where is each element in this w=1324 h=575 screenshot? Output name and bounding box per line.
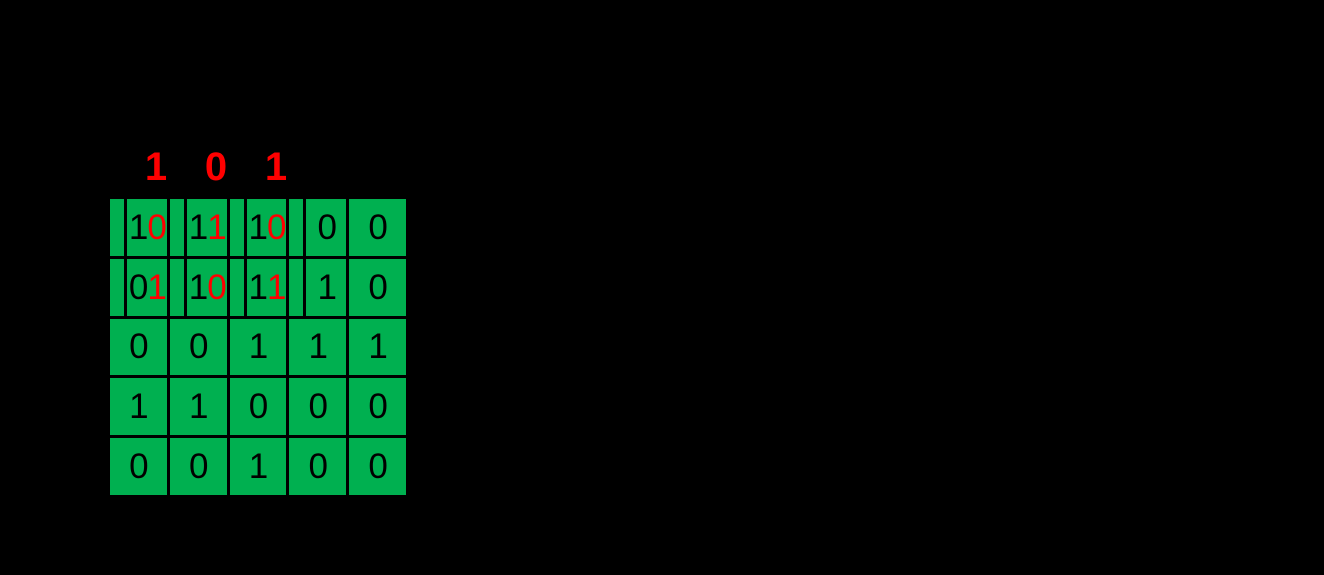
- embedded-bit: 0: [207, 267, 226, 307]
- grid-cell-r3c1: 0: [110, 318, 167, 376]
- original-bit: 1: [248, 267, 268, 307]
- grid-cell-r3c2: 0: [169, 318, 227, 376]
- original-bit: 0: [317, 207, 337, 247]
- original-bit: 1: [308, 327, 328, 367]
- embedded-bit: 1: [147, 267, 166, 307]
- original-bit: 1: [188, 267, 208, 307]
- original-bit: 0: [308, 447, 328, 487]
- grid-cell-r3c3: 1: [229, 318, 287, 376]
- original-bit: 0: [188, 447, 208, 487]
- original-bit: 1: [248, 447, 268, 487]
- original-bit: 0: [368, 267, 387, 307]
- grid-cell-r4c1: 1: [110, 378, 167, 436]
- original-bit: 0: [368, 387, 387, 427]
- original-bit: 1: [248, 207, 268, 247]
- grid-cell-r4c3: 0: [229, 378, 287, 436]
- original-bit: 1: [128, 207, 148, 247]
- grid-cell-r5c1: 0: [110, 438, 167, 495]
- grid-cell-r1c4: 0: [289, 199, 347, 256]
- original-bit: 1: [188, 207, 208, 247]
- embedded-bit-label: 0: [204, 145, 228, 189]
- embedded-bit: 1: [207, 207, 226, 247]
- original-bit: 0: [129, 447, 148, 487]
- original-bit: 0: [128, 267, 148, 307]
- grid-cell-r3c4: 1: [289, 318, 347, 376]
- original-bit: 0: [368, 207, 387, 247]
- grid-cell-r1c5: 0: [349, 199, 406, 256]
- original-bit: 1: [248, 327, 268, 367]
- embedded-bits-row: 1 0 1: [108, 146, 408, 188]
- original-bit: 1: [188, 387, 208, 427]
- original-bit: 0: [188, 327, 208, 367]
- original-bit: 0: [308, 387, 328, 427]
- embedded-bit: 1: [266, 267, 286, 307]
- grid-cell-r3c5: 1: [349, 318, 406, 376]
- original-bit: 1: [129, 387, 148, 427]
- grid-cell-r4c5: 0: [349, 378, 406, 436]
- embedded-bit: 0: [266, 207, 286, 247]
- embedded-bit: 0: [147, 207, 166, 247]
- grid-cell-r2c4: 1: [289, 258, 347, 316]
- grid-cell-r5c3: 1: [229, 438, 287, 495]
- grid-cell-r5c4: 0: [289, 438, 347, 495]
- embedded-bit-label: 1: [264, 145, 288, 189]
- original-bit: 0: [129, 327, 148, 367]
- grid-cell-r2c5: 0: [349, 258, 406, 316]
- grid-cell-r4c4: 0: [289, 378, 347, 436]
- embedded-bit-label: 1: [144, 145, 168, 189]
- original-bit: 1: [368, 327, 387, 367]
- original-bit: 1: [317, 267, 337, 307]
- original-bit: 0: [248, 387, 268, 427]
- grid-cell-r5c5: 0: [349, 438, 406, 495]
- grid-cell-r5c2: 0: [169, 438, 227, 495]
- original-bit: 0: [368, 447, 387, 487]
- grid-cell-r4c2: 1: [169, 378, 227, 436]
